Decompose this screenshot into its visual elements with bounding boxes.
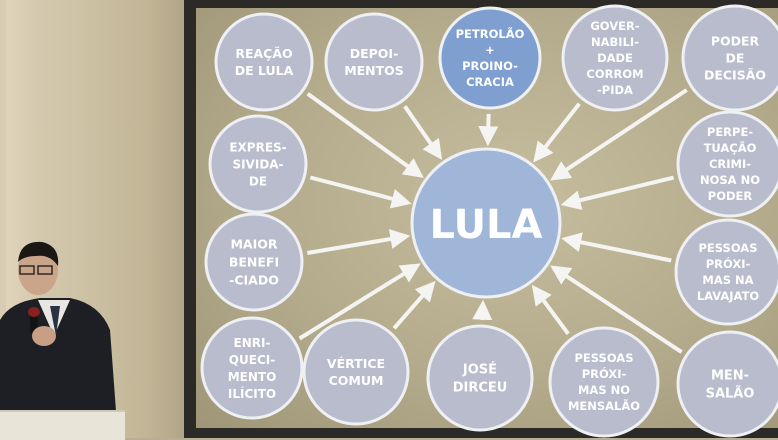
node-mensalao: MEN- SALÃO (676, 330, 778, 438)
node-label-maior-beneficiado: MAIOR (230, 237, 277, 252)
arrow-depoimentos (403, 105, 443, 160)
arrow-enriquecimento (298, 263, 421, 341)
node-circle-poder-decisao (681, 4, 778, 112)
node-label-petrolao: PETROLÃO (456, 26, 525, 41)
node-label-perpetuacao: TUAÇÃO (704, 140, 757, 155)
node-circle-expressividade (208, 114, 308, 214)
node-label-maior-beneficiado: -CIADO (229, 273, 279, 288)
node-enriquecimento: ENRI- QUECI- MENTO ILÍCITO (200, 316, 304, 420)
arrow-governabilidade (533, 102, 581, 163)
node-circle-vertice (302, 318, 410, 426)
node-label-enriquecimento: ENRI- (234, 336, 271, 350)
node-label-enriquecimento: ILÍCITO (228, 386, 276, 401)
center-circle (410, 147, 562, 299)
node-label-poder-decisao: DECISÃO (704, 68, 766, 83)
node-poder-decisao: PODER DE DECISÃO (681, 4, 778, 112)
center-label: LULA (430, 202, 543, 248)
node-label-pessoas-mensalao: PESSOAS (575, 351, 634, 365)
arrow-mensalao (550, 265, 683, 354)
nodes: REAÇÃO DE LULA DEPOI- MENTOS PETROLÃO + PROINO… (200, 4, 778, 438)
node-label-perpetuacao: CRIMI- (709, 157, 751, 171)
node-label-governabilidade: -PIDA (597, 83, 633, 97)
node-label-perpetuacao: NOSA NO (700, 173, 760, 187)
node-label-petrolao: PROINO- (462, 59, 518, 73)
node-label-vertice: COMUM (329, 373, 384, 388)
arrow-jose-dirceu (472, 299, 493, 321)
node-label-mensalao: MEN- (711, 369, 749, 384)
arrow-reacao (306, 92, 424, 178)
node-circle-maior-beneficiado (204, 212, 304, 312)
node-circle-governabilidade (561, 4, 669, 112)
arrow-maior-beneficiado (306, 229, 411, 255)
node-label-pessoas-mensalao: PRÓXI- (582, 366, 627, 381)
node-reacao: REAÇÃO DE LULA (214, 12, 314, 112)
node-perpetuacao: PERPE-TUAÇÃO CRIMI- NOSA NO PODER (676, 110, 778, 218)
node-label-maior-beneficiado: BENEFI (229, 255, 279, 270)
node-label-mensalao: SALÃO (706, 386, 755, 402)
node-label-depoimentos: MENTOS (344, 63, 404, 78)
node-label-perpetuacao: PODER (708, 189, 753, 203)
node-label-governabilidade: GOVER- (590, 19, 640, 33)
arrows (298, 88, 688, 354)
node-circle-pessoas-mensalao (548, 326, 660, 438)
node-label-pessoas-lavajato: PRÓXI- (706, 256, 751, 271)
node-maior-beneficiado: MAIOR BENEFI -CIADO (204, 212, 304, 312)
node-label-reacao: REAÇÃO (235, 46, 292, 61)
node-label-poder-decisao: PODER (711, 34, 760, 49)
node-label-pessoas-lavajato: PESSOAS (699, 241, 758, 255)
arrow-vertice (392, 280, 436, 330)
node-label-governabilidade: DADE (597, 51, 633, 65)
node-label-petrolao: CRACIA (466, 75, 514, 89)
node-expressividade: EXPRES- SIVIDA- DE (208, 114, 308, 214)
node-label-governabilidade: NABILI- (591, 35, 639, 49)
node-jose-dirceu: JOSÉ DIRCEU (426, 324, 534, 432)
node-label-pessoas-lavajato: LAVAJATO (697, 289, 760, 303)
node-label-vertice: VÉRTICE (327, 356, 385, 371)
arrow-perpetuacao (560, 175, 675, 211)
node-label-petrolao: + (485, 43, 495, 57)
node-petrolao: PETROLÃO + PROINO- CRACIA (438, 6, 542, 110)
node-label-reacao: DE LULA (235, 63, 294, 78)
node-circle-jose-dirceu (426, 324, 534, 432)
node-label-expressividade: DE (249, 174, 267, 188)
arrow-expressividade (309, 175, 412, 209)
arrow-poder-decisao (549, 88, 688, 181)
node-label-pessoas-lavajato: MAS NA (702, 273, 753, 287)
node-label-expressividade: SIVIDA- (232, 157, 283, 171)
node-label-jose-dirceu: JOSÉ (462, 362, 497, 378)
arrow-petrolao (478, 113, 499, 147)
node-circle-enriquecimento (200, 316, 304, 420)
node-label-jose-dirceu: DIRCEU (453, 381, 508, 396)
node-circle-mensalao (676, 330, 778, 438)
arrow-pessoas-mensalao (531, 284, 570, 335)
node-label-poder-decisao: DE (726, 51, 745, 66)
node-label-governabilidade: CORROM (586, 67, 643, 81)
node-label-expressividade: EXPRES- (229, 140, 286, 154)
node-label-perpetuacao: PERPE- (707, 125, 753, 139)
node-circle-pessoas-lavajato (674, 218, 778, 326)
node-label-enriquecimento: MENTO (228, 370, 277, 384)
node-label-enriquecimento: QUECI- (229, 353, 275, 367)
node-circle-depoimentos (324, 12, 424, 112)
center-node: LULA (410, 147, 562, 299)
node-governabilidade: GOVER- NABILI- DADE CORROM -PIDA (561, 4, 669, 112)
node-label-pessoas-mensalao: MAS NO (578, 383, 630, 397)
node-circle-reacao (214, 12, 314, 112)
podium (0, 410, 125, 440)
node-circle-petrolao (438, 6, 542, 110)
node-vertice: VÉRTICE COMUM (302, 318, 410, 426)
arrow-pessoas-lavajato (561, 232, 672, 263)
node-label-depoimentos: DEPOI- (350, 46, 399, 61)
node-depoimentos: DEPOI- MENTOS (324, 12, 424, 112)
node-circle-perpetuacao (676, 110, 778, 218)
node-label-pessoas-mensalao: MENSALÃO (568, 398, 640, 413)
speaker (0, 241, 118, 438)
